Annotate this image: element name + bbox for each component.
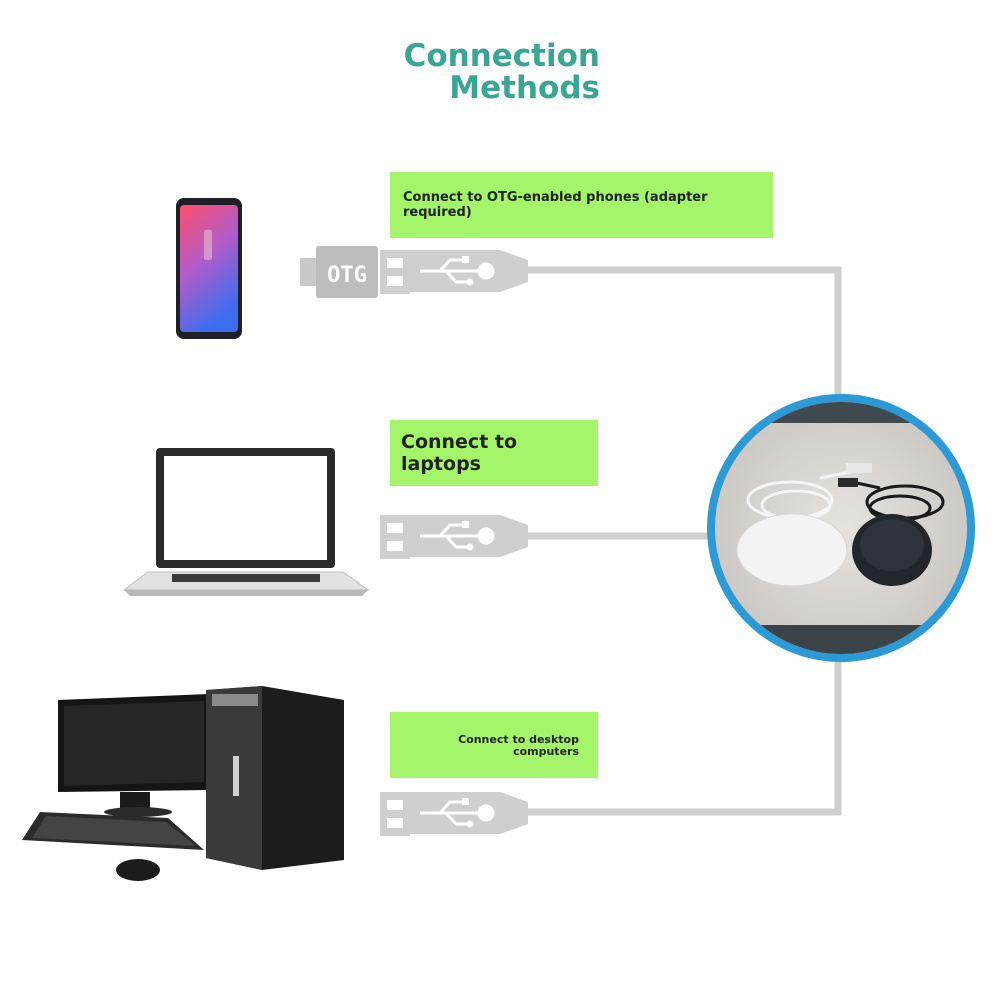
page-title: Connection Methods [300,40,618,104]
otg-label: OTG [327,263,367,288]
laptop-method-label: Connect to laptops [390,420,598,486]
usb-icon [420,521,495,551]
laptop-icon [122,448,370,596]
usb-plug-desktop [380,792,528,836]
product-photo-circle [707,394,975,662]
desktop-method-text-line-1: Connect to desktop [458,733,579,746]
otg-adapter: OTG [300,246,378,298]
desktop-method-text-line-2: computers [513,745,579,758]
connector-lines [528,266,842,816]
usb-icon [420,256,495,286]
laptop-method-text: Connect to laptops [401,431,518,475]
desktop-method-label: Connect to desktop computers [390,712,598,778]
phone-method-text: Connect to OTG-enabled phones (adapter r… [403,190,708,220]
phone-method-label: Connect to OTG-enabled phones (adapter r… [390,172,773,238]
phone-icon [176,198,242,339]
usb-icon [420,798,495,828]
desktop-computer-icon [22,686,344,881]
title-line-1: Connection [403,38,600,74]
title-line-2: Methods [449,70,600,106]
usb-plug-laptop [380,515,528,559]
usb-plug-phone [380,250,528,294]
